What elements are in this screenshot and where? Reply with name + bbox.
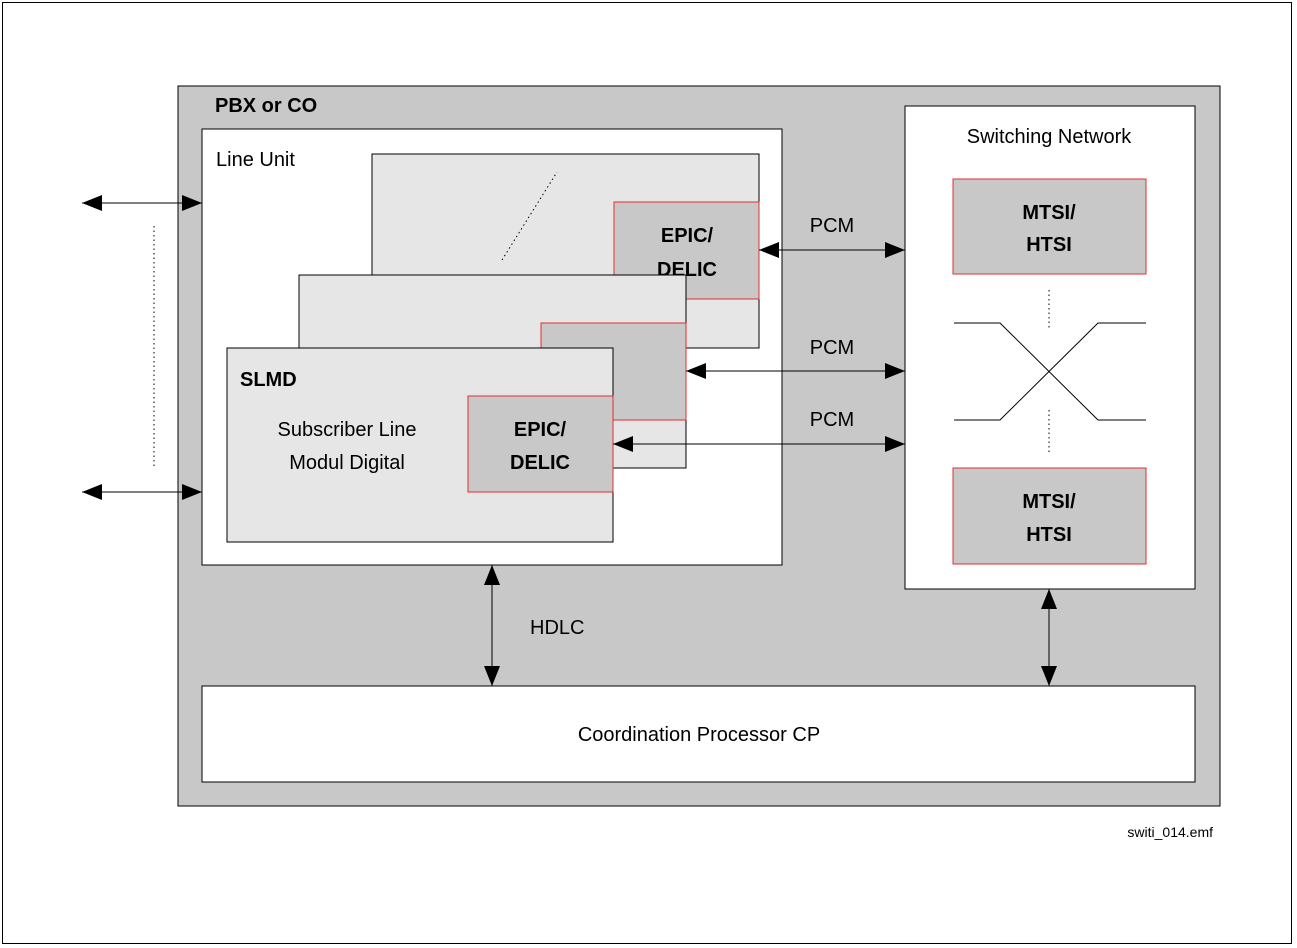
ellipsis-dotted-line <box>501 171 558 261</box>
pbx-label: PBX or CO <box>215 95 317 117</box>
epic-label-back-line1: EPIC/ <box>661 225 714 247</box>
epic-label-front-line2: DELIC <box>510 452 570 474</box>
coordination-processor-box <box>201 685 1196 783</box>
mtsi-label-bottom-line2: HTSI <box>1026 524 1072 546</box>
mtsi-label-top-line2: HTSI <box>1026 234 1072 256</box>
slmd-subtitle-line2: Modul Digital <box>289 452 405 474</box>
slmd-title: SLMD <box>240 369 297 391</box>
file-name-label: switi_014.emf <box>1127 824 1213 840</box>
slmd-subtitle-line1: Subscriber Line <box>278 419 417 441</box>
coordination-processor-label: Coordination Processor CP <box>578 724 820 746</box>
mtsi-label-top-line1: MTSI/ <box>1022 202 1076 224</box>
pcm-label-1: PCM <box>810 215 854 237</box>
switch-cross-icon <box>954 322 1146 421</box>
switching-network-label: Switching Network <box>967 126 1133 148</box>
epic-chip-front <box>467 395 614 493</box>
line-unit-label: Line Unit <box>216 149 295 171</box>
mtsi-label-bottom-line1: MTSI/ <box>1022 491 1076 513</box>
pcm-label-2: PCM <box>810 337 854 359</box>
mtsi-chip-top <box>952 178 1147 275</box>
epic-label-front-line1: EPIC/ <box>514 419 567 441</box>
pcm-label-3: PCM <box>810 409 854 431</box>
mtsi-chip-bottom <box>952 467 1147 565</box>
hdlc-label: HDLC <box>530 617 584 639</box>
